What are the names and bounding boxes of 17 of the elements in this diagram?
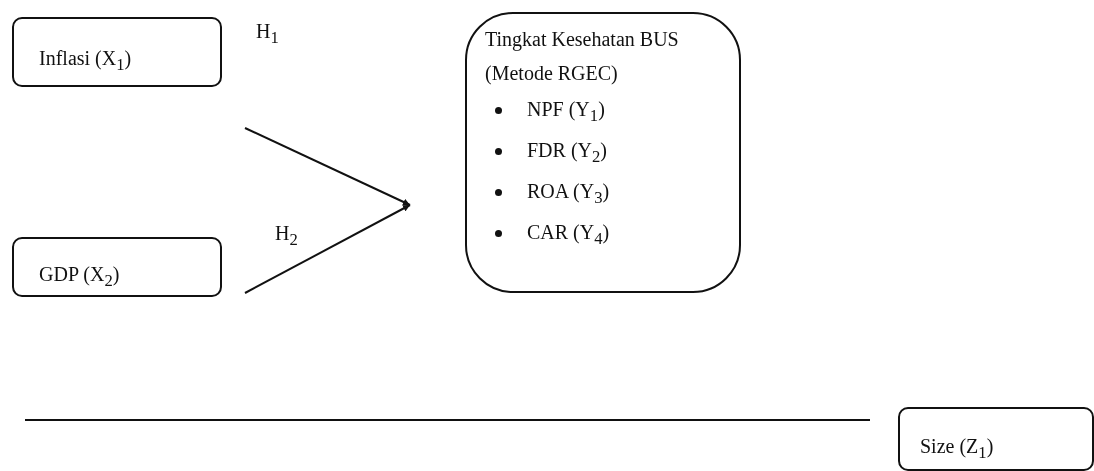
bullet-text: CAR (Y$_{4}$) bbox=[527, 221, 610, 243]
variable-box bbox=[12, 237, 222, 297]
dependent-variable-box bbox=[465, 12, 741, 293]
line bbox=[24, 419, 871, 421]
bullet-text: FDR (Y$_{2}$) bbox=[527, 139, 607, 161]
bullet-text: ROA (Y$_{3}$) bbox=[527, 180, 610, 202]
box-heading: Tingkat Kesehatan BUS (Metode RGEC) bbox=[485, 27, 680, 87]
moderating-variable-box bbox=[898, 407, 1094, 471]
hypothesis-label: H$_{1}$ bbox=[256, 20, 279, 48]
box-label: Inflasi (X$_{1}$) bbox=[39, 47, 132, 75]
box-label: GDP (X$_{2}$) bbox=[39, 263, 120, 291]
hypothesis-label: H$_{2}$ bbox=[275, 222, 298, 250]
arrow bbox=[244, 204, 411, 294]
variable-box bbox=[12, 17, 222, 87]
box-label: Size (Z$_{1}$) bbox=[920, 435, 994, 463]
bullet-text: NPF (Y$_{1}$) bbox=[527, 98, 605, 120]
arrow bbox=[244, 127, 411, 206]
